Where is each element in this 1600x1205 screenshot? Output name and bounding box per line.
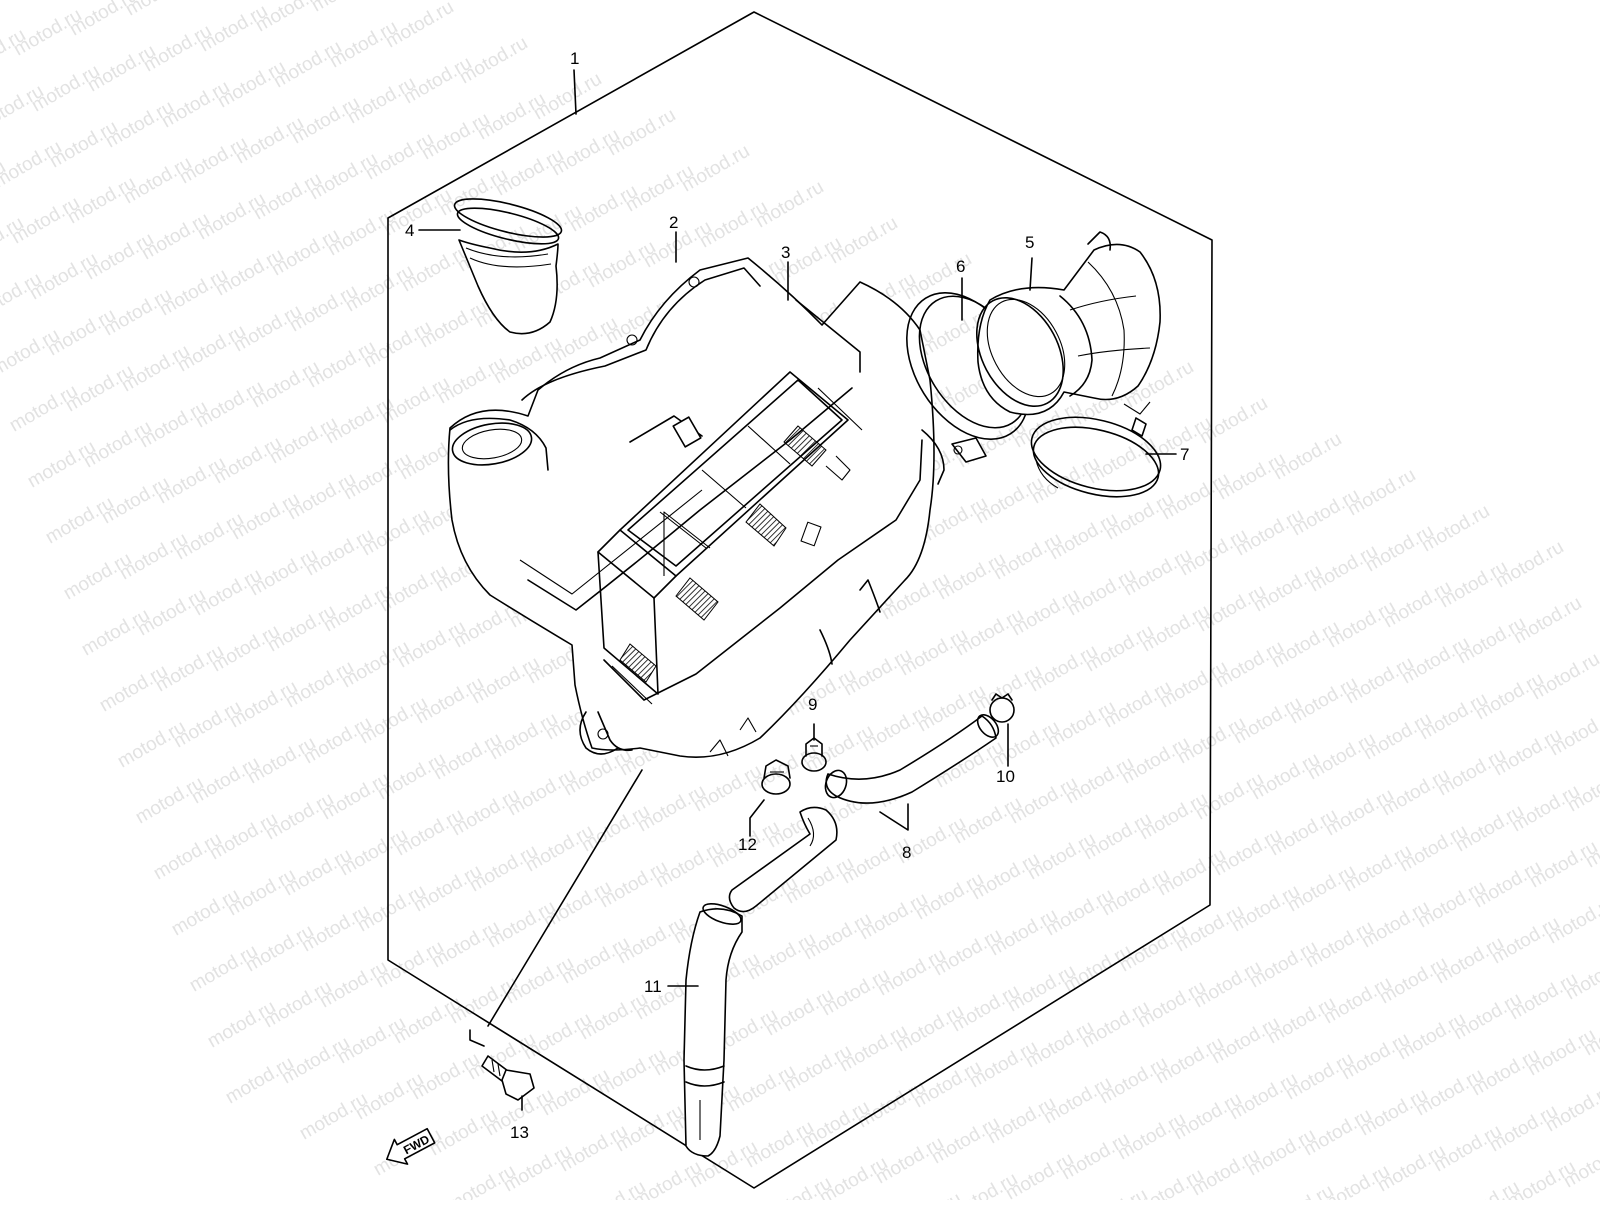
part-label-3: 3: [781, 243, 790, 262]
part-label-11: 11: [644, 977, 662, 996]
part-label-4: 4: [405, 221, 414, 240]
part-label-1: 1: [570, 49, 579, 68]
part-label-12: 12: [738, 835, 757, 854]
outlet-tube: [959, 232, 1160, 421]
watermark-text: motod.ru: [574, 1177, 649, 1200]
watermark-text: motod.ru: [0, 0, 67, 4]
part-label-7: 7: [1180, 445, 1189, 464]
part-label-8: 8: [902, 843, 911, 862]
watermark-text: motod.ru: [1262, 1181, 1337, 1200]
part-label-9: 9: [808, 695, 817, 714]
watermark-text: motod.ru: [890, 1189, 965, 1200]
watermark-text: motod.ru: [1448, 1177, 1523, 1200]
watermark-text: motod.ru: [1076, 1185, 1151, 1200]
part-label-5: 5: [1025, 233, 1034, 252]
part-label-10: 10: [996, 767, 1015, 786]
part-label-2: 2: [669, 213, 678, 232]
part-label-13: 13: [510, 1123, 529, 1142]
part-label-6: 6: [956, 257, 965, 276]
